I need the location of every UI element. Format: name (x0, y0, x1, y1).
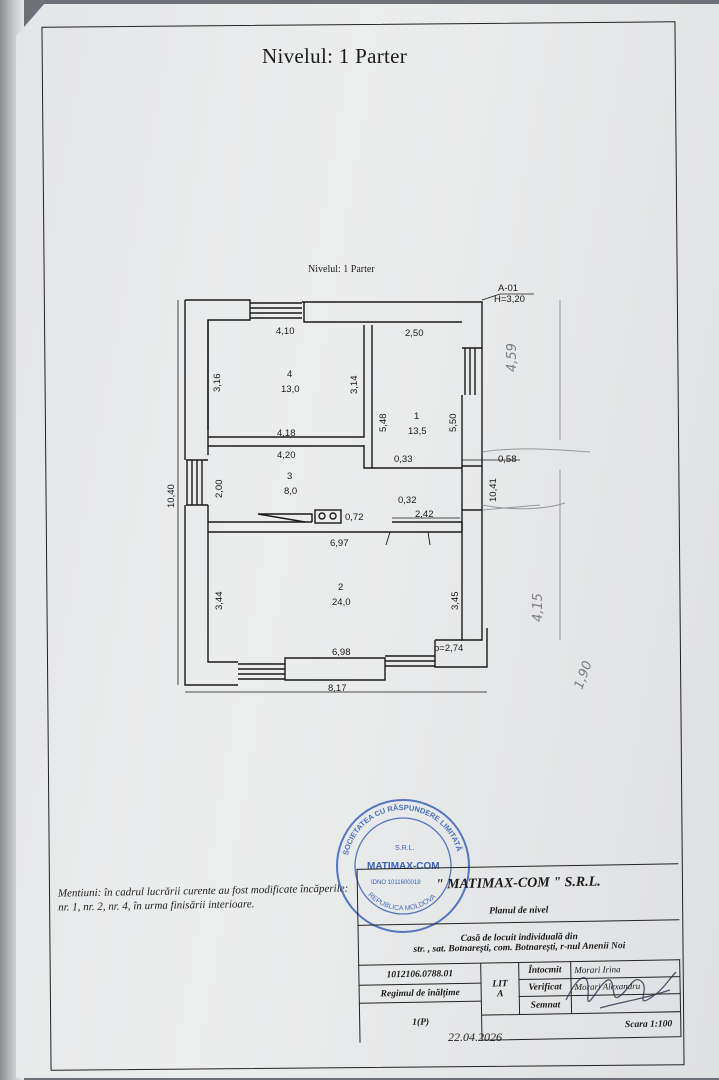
dim-overall-bottom: 8,17 (328, 683, 347, 694)
marker-label: A-01 (498, 283, 518, 294)
dim-0-32: 0,32 (398, 495, 417, 506)
wall-top-right (302, 301, 483, 395)
tb-lit-label: LIT (492, 978, 508, 989)
tb-lit-value: A (496, 988, 504, 999)
dim-overall-right: 10,41 (488, 478, 499, 502)
wall-left-lower (184, 505, 238, 686)
pencil-note-1: 4,59 (505, 343, 520, 372)
pencil-line-2 (481, 470, 566, 640)
dim-top-left: 4,10 (276, 326, 295, 337)
dim-top-right: 2,50 (405, 328, 424, 339)
room-2-no: 2 (338, 582, 343, 593)
height-label: H=3,20 (494, 294, 525, 305)
room-2-area: 24,0 (332, 597, 351, 608)
wall-right-mid (461, 395, 483, 467)
stamp-center: MATIMAX-COM (367, 861, 440, 872)
room-1-area: 13,5 (408, 426, 427, 437)
window-right-upper (462, 347, 482, 395)
wall-left-upper (184, 300, 209, 460)
dim-0-58: 0,58 (498, 454, 517, 465)
stove-icon (314, 509, 342, 524)
modifications-note: Mentiuni: în cadrul lucrării curente au … (57, 882, 349, 914)
window-top (250, 302, 302, 319)
wall-room4-bottom (208, 325, 373, 469)
dim-overall-left: 10,40 (166, 484, 177, 508)
door-right (461, 466, 483, 510)
pencil-line-1 (481, 448, 591, 453)
dim-room4-right: 3,14 (349, 376, 360, 395)
dim-room3-top: 4,20 (277, 450, 296, 461)
tb-regime-label: Regimul de înălțime (358, 982, 481, 1003)
dim-right-room1: 5,50 (448, 414, 459, 433)
wall-right-lower (461, 509, 483, 641)
tb-code: 1012106.0788.01 (358, 962, 481, 985)
dim-a01 (481, 293, 534, 301)
tb-address: str. , sat. Botnarești, com. Botnarești,… (413, 940, 626, 955)
document-date: 22.04.2026 (448, 1030, 502, 1044)
dim-2-42: 2,42 (415, 509, 434, 520)
tb-object: Casă de locuit individuală din str. , sa… (357, 919, 681, 965)
wall-room3-bottom (208, 521, 463, 533)
room-4-area: 13,0 (281, 384, 300, 395)
handwritten-signature (565, 971, 677, 1009)
window-left (186, 459, 208, 506)
wall-bottom-right (434, 628, 488, 668)
tb-company: " MATIMAX-COM " S.R.L. (356, 863, 680, 903)
tb-lit: LIT A (480, 962, 520, 1015)
room-3-area: 8,0 (284, 486, 297, 497)
dim-room2-top: 6,97 (330, 538, 349, 549)
page-title: Nivelul: 1 Parter (262, 44, 408, 68)
dim-0-33: 0,33 (394, 454, 413, 465)
window-bottom-right (385, 655, 435, 667)
room-4-no: 4 (287, 369, 292, 380)
dim-room3-left: 2,00 (214, 480, 225, 499)
dim-b: b=2,74 (434, 643, 463, 654)
wall-top-left (185, 299, 251, 430)
dim-0-72: 0,72 (345, 512, 364, 523)
dim-room4-bottom: 4,18 (277, 428, 296, 439)
stamp-idno: IDNO 1011600018 (371, 880, 421, 886)
dim-room2-left: 3,44 (214, 592, 225, 611)
dim-room2-bottom: 6,98 (332, 647, 351, 658)
pencil-note-3: 1,90 (572, 659, 596, 691)
room-1-no: 1 (414, 411, 419, 422)
stamp-top: S.R.L. (395, 845, 415, 852)
pencil-note-2: 4,15 (531, 593, 546, 622)
stair-seg (257, 513, 313, 523)
room-3-no: 3 (287, 471, 292, 482)
wall-bottom-mid (284, 657, 386, 681)
company-stamp: SOCIETATEA CU RĂSPUNDERE LIMITATĂ REPUBL… (336, 799, 470, 933)
door-swing (385, 531, 431, 546)
dim-room2-right: 3,45 (450, 592, 461, 611)
plan-title: Nivelul: 1 Parter (308, 264, 375, 275)
window-bottom-left (238, 663, 285, 680)
dim-left-room4: 3,16 (212, 374, 223, 393)
dim-corridor: 5,48 (378, 414, 389, 433)
